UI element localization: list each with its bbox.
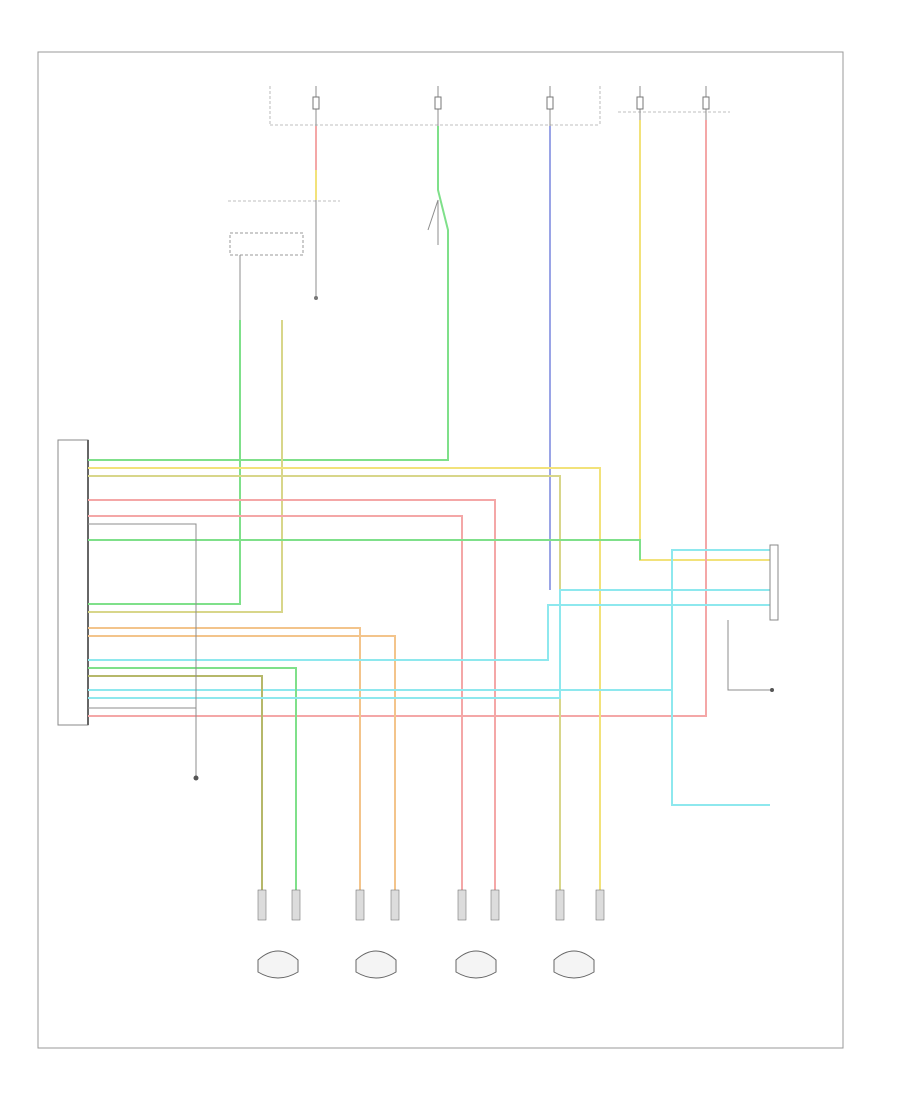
fuse-panel — [269, 86, 730, 126]
wires — [88, 120, 770, 900]
fuse-1 — [312, 86, 320, 126]
ground-1 — [193, 775, 199, 781]
right-connector — [769, 544, 779, 621]
switch-box — [228, 200, 340, 320]
sensor-rr — [553, 889, 605, 979]
fuse-5 — [702, 86, 710, 120]
ground-2 — [770, 688, 774, 692]
fuse-3 — [546, 86, 554, 126]
fuse-2 — [434, 86, 442, 126]
brake-switch — [427, 199, 439, 245]
diagram-frame — [37, 51, 844, 1049]
fuse-4 — [636, 86, 644, 120]
sensor-rf — [355, 889, 400, 979]
sensor-lr — [455, 889, 500, 979]
sensor-lf — [257, 889, 301, 979]
abs-module-connector — [57, 439, 89, 726]
